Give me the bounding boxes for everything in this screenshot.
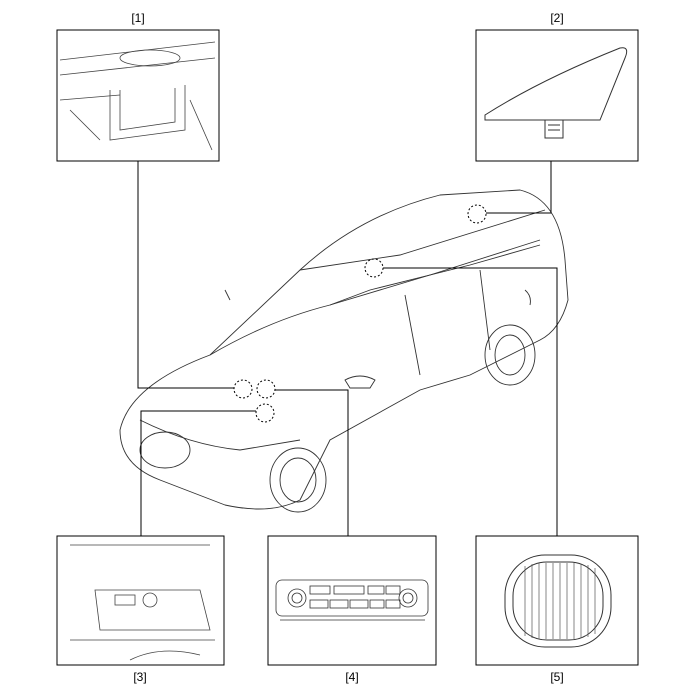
- detail-box-3: [56, 535, 225, 666]
- leader-line-3: [140, 410, 256, 536]
- callout-label-3: [3]: [133, 670, 147, 684]
- detail-box-1: [56, 29, 220, 162]
- location-marker-4: [256, 379, 276, 399]
- detail-box-5: [475, 535, 639, 666]
- detail-box-2: [475, 29, 639, 162]
- location-markers: [233, 204, 487, 423]
- location-marker-3: [255, 403, 275, 423]
- leader-line-5: [383, 267, 558, 536]
- location-marker-2: [467, 204, 487, 224]
- callout-label-5: [5]: [550, 670, 564, 684]
- leader-line-2: [486, 161, 552, 214]
- location-marker-5: [364, 258, 384, 278]
- detail-box-4: [267, 535, 437, 666]
- vehicle-illustration: [119, 189, 569, 513]
- leader-lines: [137, 161, 558, 536]
- callout-label-2: [2]: [550, 11, 564, 25]
- location-marker-1: [233, 379, 253, 399]
- leader-line-1: [137, 161, 234, 389]
- callout-label-1: [1]: [131, 11, 145, 25]
- leader-line-4: [275, 389, 349, 536]
- callout-label-4: [4]: [345, 670, 359, 684]
- audio-control-panel: [275, 579, 429, 621]
